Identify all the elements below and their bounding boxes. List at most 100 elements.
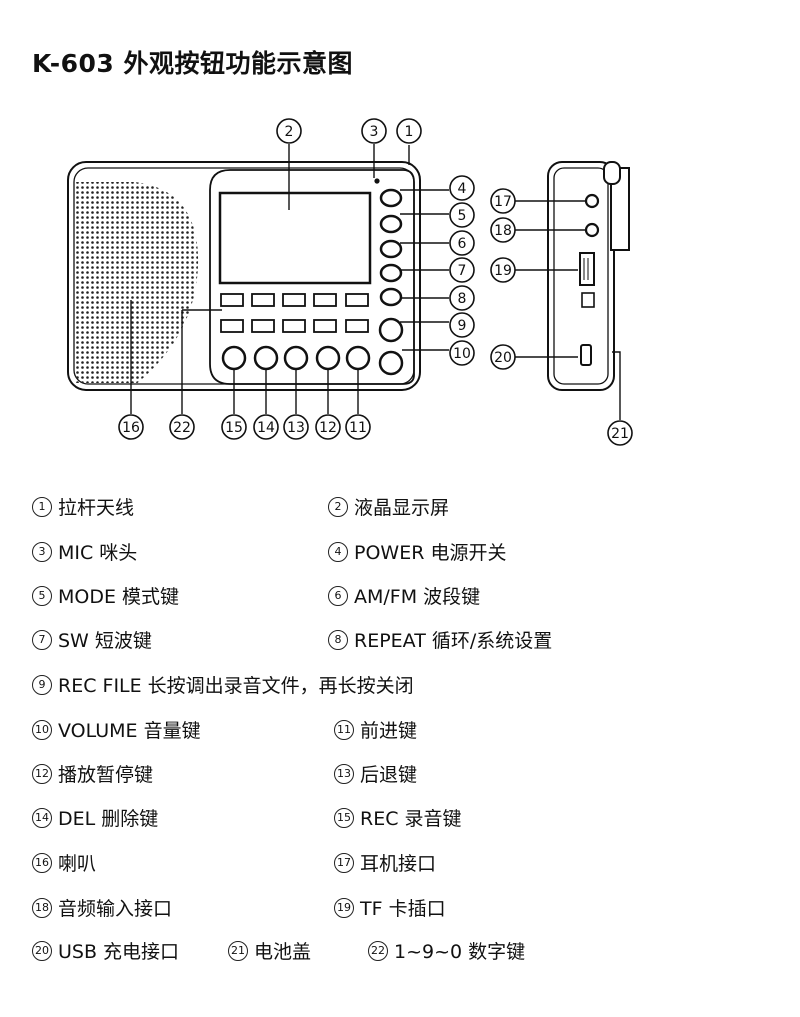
svg-text:11: 11	[349, 420, 367, 436]
legend-text: 液晶显示屏	[354, 497, 450, 519]
legend-text: REC 录音键	[360, 808, 462, 830]
speaker-grille	[76, 182, 199, 383]
legend-item-14: 14 DEL 删除键	[32, 804, 158, 831]
callout-6: 6	[449, 230, 475, 256]
legend-text: 喇叭	[58, 853, 97, 875]
callout-22: 22	[169, 414, 195, 440]
legend-number: 4	[328, 541, 348, 562]
svg-text:4: 4	[458, 181, 467, 197]
svg-text:7: 7	[458, 263, 467, 279]
legend-number: 22	[368, 940, 388, 961]
legend-text: DEL 删除键	[58, 808, 159, 830]
lcd-screen	[218, 191, 372, 285]
callout-3: 3	[361, 118, 387, 144]
legend-text: 拉杆天线	[58, 497, 135, 519]
svg-text:12: 12	[319, 420, 337, 436]
callout-2: 2	[276, 118, 302, 144]
legend-item-9: 9 REC FILE 长按调出录音文件，再长按关闭	[32, 671, 414, 698]
callout-labels: 2 3 1 4 5 6 7 8 9 10 16 22 15 14 13 12 1…	[118, 118, 633, 446]
legend-number: 9	[32, 674, 52, 695]
round-buttons	[221, 345, 371, 371]
legend-text: USB 充电接口	[58, 941, 180, 963]
legend-text: MODE 模式键	[58, 586, 180, 608]
callout-17: 17	[490, 188, 516, 214]
legend-text: VOLUME 音量键	[58, 720, 201, 742]
legend-number: 6	[328, 585, 348, 606]
legend-text: AM/FM 波段键	[354, 586, 481, 608]
svg-text:17: 17	[494, 194, 512, 210]
radio-front-view	[67, 161, 421, 391]
legend-item-15: 15 REC 录音键	[334, 804, 462, 831]
legend-number: 8	[328, 629, 348, 650]
svg-text:9: 9	[458, 318, 467, 334]
legend-number: 14	[32, 807, 52, 828]
legend-item-2: 2 液晶显示屏	[328, 493, 449, 520]
callout-1: 1	[396, 118, 422, 144]
svg-text:15: 15	[225, 420, 243, 436]
callout-5: 5	[449, 202, 475, 228]
side-oval-buttons	[378, 188, 404, 376]
legend-text: 后退键	[360, 764, 418, 786]
svg-text:8: 8	[458, 291, 467, 307]
legend-item-4: 4 POWER 电源开关	[328, 538, 506, 565]
legend-text: 耳机接口	[360, 853, 437, 875]
legend-text: REPEAT 循环/系统设置	[354, 630, 553, 652]
legend-number: 13	[334, 763, 354, 784]
mic-hole	[374, 178, 380, 184]
svg-text:2: 2	[285, 124, 294, 140]
legend-number: 3	[32, 541, 52, 562]
leader-lines	[130, 144, 621, 420]
legend-number: 15	[334, 807, 354, 828]
callout-10: 10	[449, 340, 475, 366]
legend-number: 20	[32, 940, 52, 961]
legend-text: TF 卡插口	[360, 898, 446, 920]
legend-item-8: 8 REPEAT 循环/系统设置	[328, 626, 552, 653]
legend-text: SW 短波键	[58, 630, 152, 652]
callout-13: 13	[283, 414, 309, 440]
callout-21: 21	[607, 420, 633, 446]
legend-text: 1~9~0 数字键	[394, 941, 526, 963]
legend-number: 7	[32, 629, 52, 650]
legend-text: REC FILE 长按调出录音文件，再长按关闭	[58, 675, 414, 697]
legend-number: 19	[334, 897, 354, 918]
callout-4: 4	[449, 175, 475, 201]
legend-number: 5	[32, 585, 52, 606]
legend-item-1: 1 拉杆天线	[32, 493, 134, 520]
page-title: K-603 外观按钮功能示意图	[32, 49, 353, 78]
legend-number: 2	[328, 496, 348, 517]
svg-text:5: 5	[458, 208, 467, 224]
callout-8: 8	[449, 285, 475, 311]
legend-number: 11	[334, 719, 354, 740]
callout-11: 11	[345, 414, 371, 440]
legend-number: 17	[334, 852, 354, 873]
callout-7: 7	[449, 257, 475, 283]
callout-20: 20	[490, 344, 516, 370]
device-diagram: 2 3 1 4 5 6 7 8 9 10 16 22 15 14 13 12 1…	[67, 118, 633, 446]
legend-number: 12	[32, 763, 52, 784]
callout-14: 14	[253, 414, 279, 440]
svg-text:10: 10	[453, 346, 471, 362]
callout-15: 15	[221, 414, 247, 440]
number-keys	[220, 293, 369, 333]
legend-number: 10	[32, 719, 52, 740]
legend-item-22: 22 1~9~0 数字键	[368, 937, 525, 964]
legend-text: POWER 电源开关	[354, 542, 507, 564]
legend-text: MIC 咪头	[58, 542, 138, 564]
radio-side-view	[547, 161, 630, 391]
callout-18: 18	[490, 217, 516, 243]
legend-number: 1	[32, 496, 52, 517]
legend-item-19: 19 TF 卡插口	[334, 894, 446, 921]
legend-text: 电池盖	[254, 941, 312, 963]
legend-item-7: 7 SW 短波键	[32, 626, 152, 653]
svg-text:19: 19	[494, 263, 512, 279]
legend-item-6: 6 AM/FM 波段键	[328, 582, 480, 609]
svg-text:1: 1	[405, 124, 414, 140]
callout-9: 9	[449, 312, 475, 338]
svg-text:3: 3	[370, 124, 379, 140]
svg-text:14: 14	[257, 420, 275, 436]
